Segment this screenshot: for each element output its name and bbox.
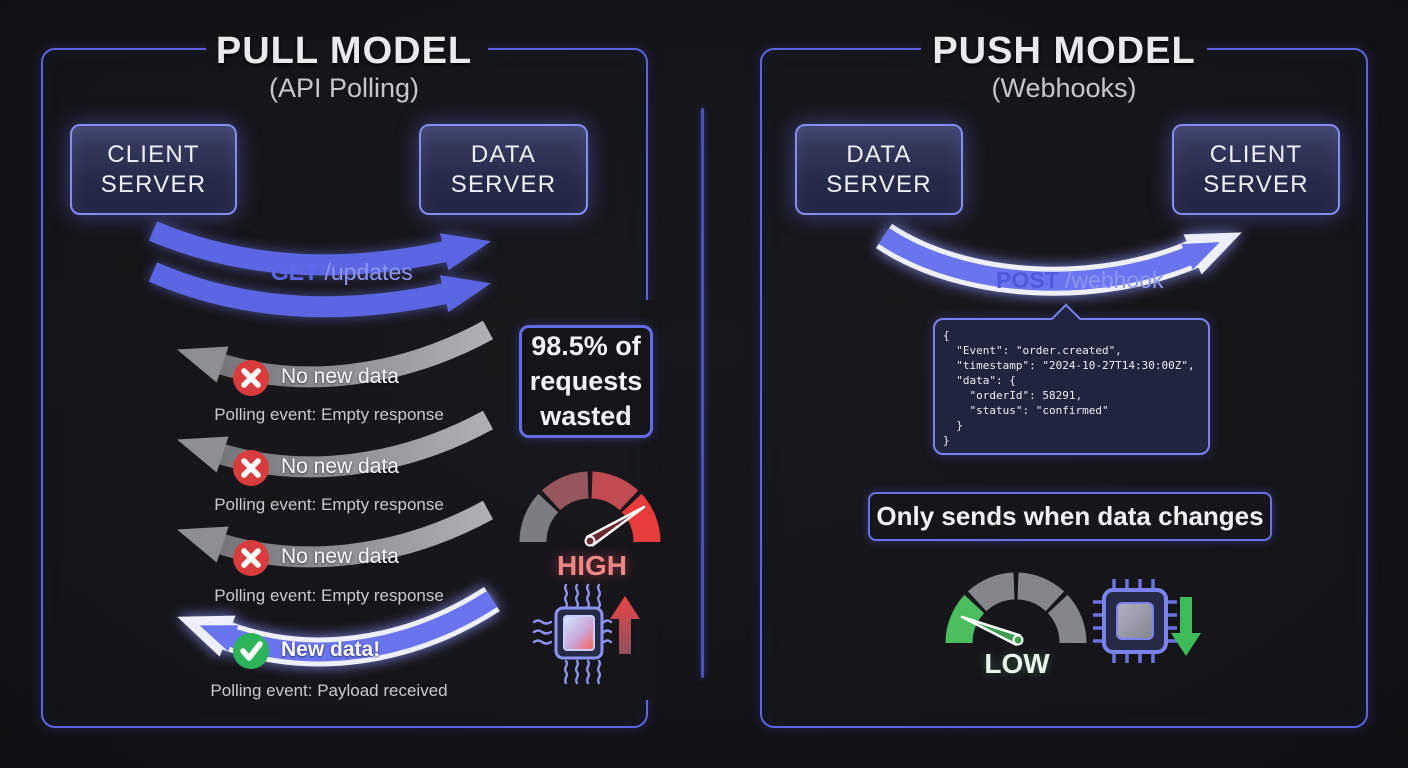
poll-result-label: No new data xyxy=(281,455,399,478)
get-path: /updates xyxy=(318,259,413,285)
client-server-box: CLIENT SERVER xyxy=(1172,124,1340,215)
push-subtitle: (Webhooks) xyxy=(991,73,1137,103)
data-server-box: DATA SERVER xyxy=(419,124,588,215)
poll-result-label: No new data xyxy=(281,365,399,388)
poll-result-label: No new data xyxy=(281,545,399,568)
pull-title: PULL MODEL xyxy=(215,30,473,72)
pull-subtitle: (API Polling) xyxy=(268,73,420,103)
webhook-payload-block: { "Event": "order.created", "timestamp":… xyxy=(933,318,1210,455)
post-request-label: POST /webhook xyxy=(970,240,1163,321)
post-path: /webhook xyxy=(1058,267,1164,293)
data-server-line2: SERVER xyxy=(450,170,557,198)
panel-divider xyxy=(701,108,704,678)
data-server-line2: SERVER xyxy=(826,170,932,198)
data-server-line1: DATA xyxy=(846,140,912,168)
get-method: GET xyxy=(270,259,319,285)
client-server-line1: CLIENT xyxy=(1209,140,1303,168)
wasted-requests-stat: 98.5% of requests wasted xyxy=(519,325,653,438)
poll-caption: Polling event: Empty response xyxy=(214,586,444,605)
data-server-line1: DATA xyxy=(470,140,537,168)
poll-caption: Polling event: Empty response xyxy=(214,495,444,514)
high-gauge-label: HIGH xyxy=(557,550,627,581)
stat-line2: requests xyxy=(529,366,643,396)
client-server-line1: CLIENT xyxy=(107,140,200,168)
stat-line1: 98.5% of xyxy=(531,331,641,361)
pull-title-border-gap xyxy=(206,42,488,56)
success-caption: Polling event: Payload received xyxy=(210,681,448,700)
client-server-box: CLIENT SERVER xyxy=(70,124,237,215)
stat-line3: wasted xyxy=(540,401,632,431)
client-server-line2: SERVER xyxy=(1203,170,1309,198)
success-result-label: New data! xyxy=(281,638,381,661)
get-request-label: GET /updates xyxy=(245,232,413,313)
note-box: Only sends when data changes xyxy=(868,492,1272,541)
client-server-line2: SERVER xyxy=(100,170,207,198)
push-title: PUSH MODEL xyxy=(932,30,1196,72)
post-method: POST xyxy=(996,267,1059,293)
data-server-box: DATA SERVER xyxy=(795,124,963,215)
poll-caption: Polling event: Empty response xyxy=(214,405,444,424)
low-gauge-label: LOW xyxy=(984,648,1050,679)
push-title-border-gap xyxy=(921,42,1207,56)
